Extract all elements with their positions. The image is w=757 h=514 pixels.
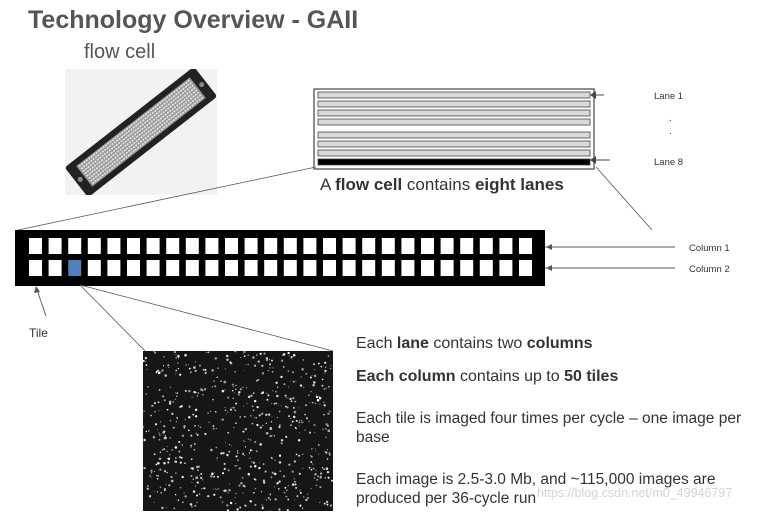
flow-cell-photo: [65, 69, 217, 195]
tile: [460, 238, 474, 254]
tile-imaging-text: Each tile is imaged four times per cycle…: [356, 410, 742, 446]
tile: [499, 238, 513, 254]
tile: [479, 238, 493, 254]
tile: [185, 260, 199, 276]
tile: [264, 238, 278, 254]
tile: [401, 260, 415, 276]
tile-arrow-icon: [34, 286, 40, 293]
lane-3: [317, 109, 591, 117]
lane-ellipsis: .: [669, 126, 672, 137]
tile: [225, 238, 238, 254]
column-2-label: Column 2: [689, 264, 730, 275]
tile: [205, 260, 219, 276]
tile: [107, 260, 121, 276]
tile: [479, 260, 493, 276]
tile: [107, 238, 121, 254]
lane-ellipsis: .: [669, 113, 672, 124]
column-1-arrow-icon: [546, 244, 552, 250]
tile: [440, 260, 454, 276]
tile: [401, 238, 415, 254]
lane-6: [317, 140, 591, 148]
watermark: https://blog.csdn.net/m0_49946797: [537, 486, 733, 500]
tile: [283, 260, 297, 276]
tile: [381, 238, 395, 254]
lane-8-label: Lane 8: [654, 157, 684, 168]
tile: [519, 238, 532, 254]
tile: [166, 260, 180, 276]
tile: [342, 260, 356, 276]
column-1-label: Column 1: [689, 243, 730, 254]
tile: [127, 260, 140, 276]
tile: [48, 260, 62, 276]
tile: [87, 260, 101, 276]
image-size-text: Each image is 2.5-3.0 Mb, and ~115,000 i…: [356, 471, 716, 507]
tile: [185, 238, 199, 254]
tile: [421, 238, 434, 254]
tile: [205, 238, 219, 254]
tile: [342, 238, 356, 254]
tile: [381, 260, 395, 276]
lanes-caption: A flow cell contains eight lanes: [320, 175, 564, 194]
tile: [323, 238, 336, 254]
tile: [244, 238, 258, 254]
tile: [68, 238, 82, 254]
tile: [323, 260, 336, 276]
tile: [519, 260, 532, 276]
tile: [146, 260, 160, 276]
lane-4: [317, 118, 591, 126]
tile: [127, 238, 140, 254]
column-tiles-text: Each column contains up to 50 tiles: [356, 368, 619, 385]
tile: [303, 238, 317, 254]
tile: [460, 260, 474, 276]
tile: [29, 260, 42, 276]
tile: [362, 238, 376, 254]
tile: [303, 260, 317, 276]
tile: [146, 238, 160, 254]
tile: [362, 260, 376, 276]
tile-highlighted: [68, 260, 82, 276]
tile: [166, 238, 180, 254]
tile: [421, 260, 434, 276]
tile: [283, 238, 297, 254]
tile: [225, 260, 238, 276]
tile: [29, 238, 42, 254]
lane-8: [317, 158, 591, 166]
tile: [264, 260, 278, 276]
lane-7: [317, 149, 591, 157]
flow-cell-label: flow cell: [84, 41, 156, 63]
lane-2: [317, 100, 591, 108]
tile: [87, 238, 101, 254]
lane-8-arrow-icon: [590, 156, 596, 164]
flow-cell-lanes-diagram: [313, 88, 610, 170]
lane-tiles-strip: [15, 230, 545, 286]
tile: [499, 260, 513, 276]
lane-1: [317, 91, 591, 99]
tile: [440, 238, 454, 254]
tile-fluorescence-image: [143, 351, 333, 511]
tile: [244, 260, 258, 276]
tile-label: Tile: [29, 326, 48, 340]
lane-5: [317, 131, 591, 139]
lane-columns-text: Each lane contains two columns: [356, 335, 593, 352]
page-title: Technology Overview - GAII: [28, 6, 359, 34]
lane-1-arrow-icon: [590, 91, 596, 99]
lane-1-label: Lane 1: [654, 91, 684, 102]
column-2-arrow-icon: [546, 265, 552, 271]
tile: [48, 238, 62, 254]
